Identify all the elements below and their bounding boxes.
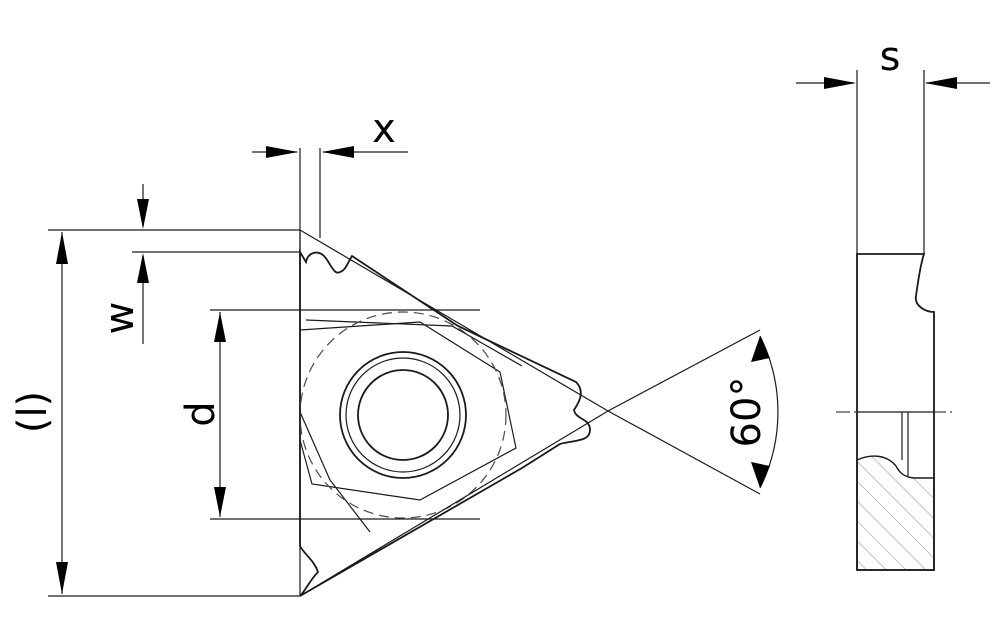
chip-former-inner-2 bbox=[299, 411, 371, 533]
insert-front-view bbox=[299, 248, 591, 597]
dimension-d: d bbox=[178, 309, 480, 520]
hole-outer bbox=[339, 351, 467, 479]
chip-former-outline bbox=[299, 321, 517, 501]
label-w: w bbox=[97, 302, 143, 335]
insert-side-view: s bbox=[796, 34, 990, 571]
dimension-w: w bbox=[97, 184, 300, 344]
hole-inner bbox=[357, 369, 449, 461]
dimension-x: x bbox=[252, 106, 408, 158]
construction-lines bbox=[299, 148, 761, 597]
label-angle: 60° bbox=[724, 377, 770, 448]
label-d: d bbox=[178, 401, 224, 426]
side-section bbox=[856, 455, 935, 571]
insert-body bbox=[299, 248, 591, 597]
dimension-angle: 60° bbox=[724, 335, 779, 489]
hole-ring bbox=[345, 357, 461, 473]
label-x: x bbox=[372, 106, 396, 152]
label-s: s bbox=[880, 34, 901, 80]
chip-former-inner bbox=[305, 319, 523, 367]
side-body bbox=[856, 253, 935, 571]
label-l: (l) bbox=[10, 391, 56, 433]
dimension-l: (l) bbox=[10, 229, 300, 597]
